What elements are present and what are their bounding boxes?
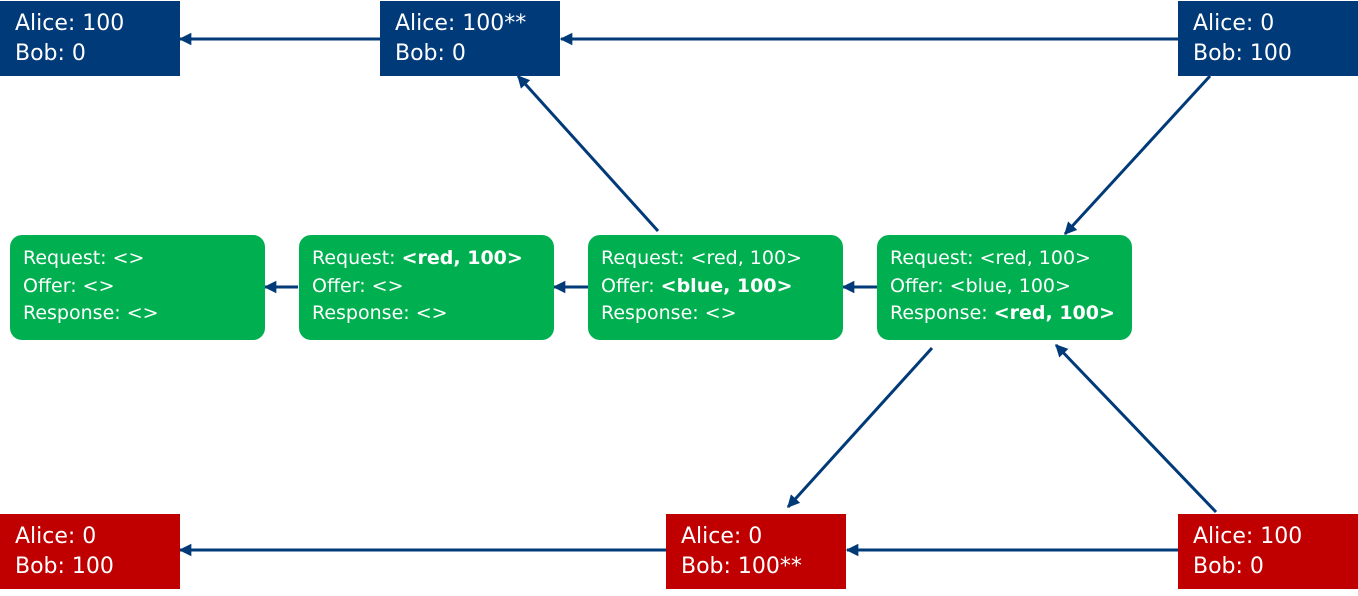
- alice-balance: Alice: 0: [681, 524, 763, 549]
- request-value: <red, 100>: [979, 247, 1091, 269]
- response-value: <>: [415, 302, 448, 324]
- offer-line: Offer: <>: [312, 274, 404, 297]
- blue-ledger-2: Alice: 100** Bob: 0: [380, 1, 560, 76]
- offer-value: <>: [82, 274, 115, 297]
- request-line: Request: <>: [23, 247, 145, 269]
- alice-balance: Alice: 0: [15, 524, 97, 549]
- arrow-state3-to-blue2: [516, 74, 660, 233]
- request-value: <red, 100>: [401, 247, 523, 269]
- request-value: <red, 100>: [690, 247, 802, 269]
- bob-balance: Bob: 100: [1193, 41, 1292, 66]
- offer-value: <blue, 100>: [660, 274, 793, 297]
- offer-line: Offer: <>: [23, 274, 115, 297]
- alice-balance: Alice: 100: [15, 11, 125, 36]
- arrow-state4-to-red2: [786, 346, 934, 509]
- red-ledger-1: Alice: 0 Bob: 100: [0, 514, 180, 589]
- response-line: Response: <>: [601, 302, 737, 324]
- bob-balance: Bob: 100**: [681, 554, 802, 579]
- alice-balance: Alice: 100**: [395, 11, 527, 36]
- response-line: Response: <>: [312, 302, 448, 324]
- arrow-red3-to-state4: [1054, 343, 1218, 514]
- response-value: <red, 100>: [993, 302, 1115, 324]
- alice-balance: Alice: 100: [1193, 524, 1303, 549]
- red-ledger-3: Alice: 100 Bob: 0: [1178, 514, 1358, 589]
- state-node-1: Request: <> Offer: <> Response: <>: [10, 235, 265, 340]
- bob-balance: Bob: 0: [1193, 554, 1264, 579]
- blue-ledger-1: Alice: 100 Bob: 0: [0, 1, 180, 76]
- request-line: Request: <red, 100>: [312, 247, 523, 269]
- offer-line: Offer: <blue, 100>: [601, 274, 793, 297]
- state-node-4: Request: <red, 100> Offer: <blue, 100> R…: [877, 235, 1132, 340]
- offer-line: Offer: <blue, 100>: [890, 274, 1071, 297]
- response-value: <>: [704, 302, 737, 324]
- blue-ledger-3: Alice: 0 Bob: 100: [1178, 1, 1358, 76]
- bob-balance: Bob: 0: [395, 41, 466, 66]
- offer-value: <>: [371, 274, 404, 297]
- request-value: <>: [112, 247, 145, 269]
- arrow-blue3-to-state4: [1063, 74, 1212, 236]
- response-line: Response: <>: [23, 302, 159, 324]
- response-value: <>: [126, 302, 159, 324]
- response-line: Response: <red, 100>: [890, 302, 1115, 324]
- request-line: Request: <red, 100>: [601, 247, 802, 269]
- red-ledger-2: Alice: 0 Bob: 100**: [666, 514, 846, 589]
- offer-value: <blue, 100>: [949, 274, 1071, 297]
- alice-balance: Alice: 0: [1193, 11, 1275, 36]
- request-line: Request: <red, 100>: [890, 247, 1091, 269]
- state-node-3: Request: <red, 100> Offer: <blue, 100> R…: [588, 235, 843, 340]
- bob-balance: Bob: 0: [15, 41, 86, 66]
- bob-balance: Bob: 100: [15, 554, 114, 579]
- state-node-2: Request: <red, 100> Offer: <> Response: …: [299, 235, 554, 340]
